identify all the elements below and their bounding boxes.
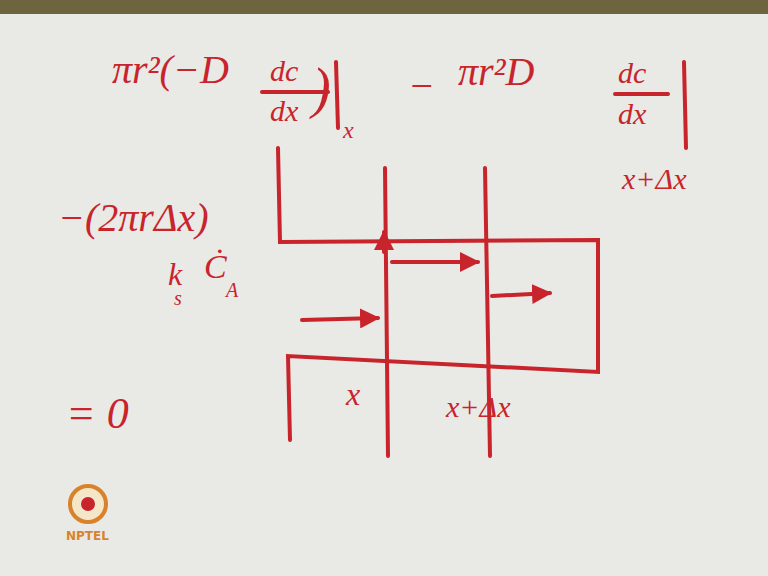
derivative-numerator: dc xyxy=(618,58,646,88)
rate-constant: k xyxy=(168,258,182,290)
evaluation-point: x xyxy=(343,118,354,142)
evaluation-bar xyxy=(684,62,686,148)
equation-term: πr²D xyxy=(458,52,534,92)
position-label: x xyxy=(346,378,360,410)
nptel-logo xyxy=(70,486,106,522)
fraction-bar xyxy=(615,92,668,96)
equation-term: πr²(−D xyxy=(112,50,229,90)
board-frame xyxy=(0,0,768,14)
evaluation-point: x+Δx xyxy=(622,164,686,194)
concentration: Ċ xyxy=(204,250,227,284)
derivative-denominator: dx xyxy=(270,96,298,126)
derivative-denominator: dx xyxy=(618,99,646,129)
reaction-arrow xyxy=(382,232,386,252)
control-surface xyxy=(385,168,388,456)
logo-text: NPTEL xyxy=(66,530,109,542)
minus-sign: − xyxy=(408,66,435,106)
flux-arrow xyxy=(392,260,478,264)
rate-subscript: s xyxy=(174,288,182,308)
flux-arrow xyxy=(302,318,378,320)
board-surface xyxy=(0,14,768,576)
evaluation-bar xyxy=(336,62,338,128)
derivative-numerator: dc xyxy=(270,56,298,86)
equals-zero: = 0 xyxy=(66,392,129,436)
concentration-subscript: A xyxy=(226,280,238,300)
position-label: x+Δx xyxy=(446,392,510,422)
pore-wall xyxy=(278,148,598,440)
generation-term: −(2πrΔx) xyxy=(58,198,208,238)
parenthesis: ) xyxy=(312,60,331,116)
flux-arrow xyxy=(492,293,550,296)
